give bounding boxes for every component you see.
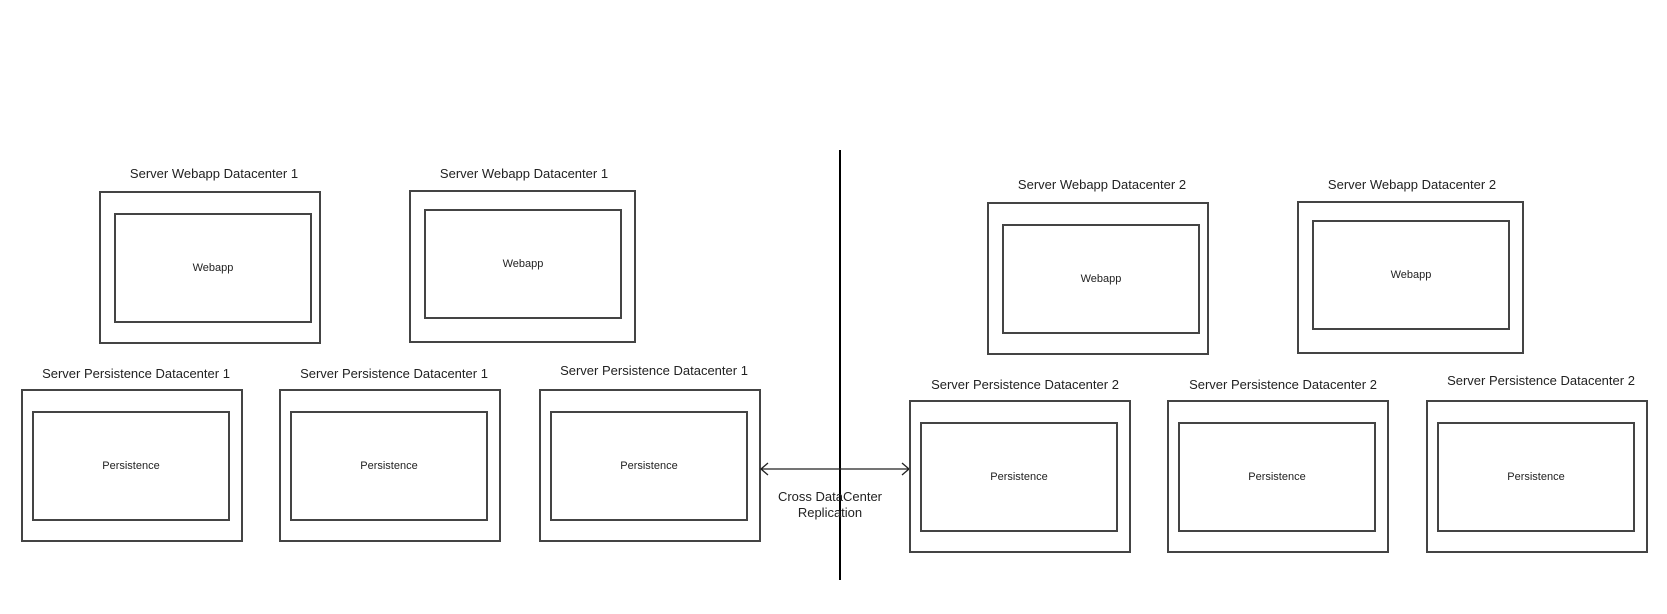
server-persistence-dc2-1[interactable]: Persistence bbox=[909, 400, 1131, 553]
server-label-webapp-dc2-2: Server Webapp Datacenter 2 bbox=[1327, 177, 1497, 192]
server-label-persistence-dc2-1: Server Persistence Datacenter 2 bbox=[931, 377, 1119, 392]
server-label-webapp-dc1-2: Server Webapp Datacenter 1 bbox=[439, 166, 609, 181]
server-label-persistence-dc1-3: Server Persistence Datacenter 1 bbox=[560, 363, 748, 378]
server-label-webapp-dc1-1: Server Webapp Datacenter 1 bbox=[129, 166, 299, 181]
persistence-box[interactable]: Persistence bbox=[32, 411, 230, 521]
server-label-webapp-dc2-1: Server Webapp Datacenter 2 bbox=[1017, 177, 1187, 192]
webapp-box[interactable]: Webapp bbox=[1002, 224, 1200, 334]
webapp-box[interactable]: Webapp bbox=[1312, 220, 1510, 330]
server-persistence-dc1-1[interactable]: Persistence bbox=[21, 389, 243, 542]
replication-label-line2: Replication bbox=[797, 505, 863, 520]
persistence-box[interactable]: Persistence bbox=[550, 411, 748, 521]
server-label-persistence-dc2-3: Server Persistence Datacenter 2 bbox=[1447, 373, 1635, 388]
persistence-box[interactable]: Persistence bbox=[290, 411, 488, 521]
webapp-box[interactable]: Webapp bbox=[114, 213, 312, 323]
replication-label-line1: Cross DataCenter bbox=[777, 489, 883, 504]
webapp-box[interactable]: Webapp bbox=[424, 209, 622, 319]
replication-label: Cross DataCenter Replication bbox=[750, 489, 910, 521]
replication-arrow bbox=[760, 462, 910, 476]
server-label-persistence-dc1-2: Server Persistence Datacenter 1 bbox=[300, 366, 488, 381]
server-persistence-dc2-3[interactable]: Persistence bbox=[1426, 400, 1648, 553]
server-label-persistence-dc2-2: Server Persistence Datacenter 2 bbox=[1189, 377, 1377, 392]
server-persistence-dc1-2[interactable]: Persistence bbox=[279, 389, 501, 542]
persistence-box[interactable]: Persistence bbox=[1437, 422, 1635, 532]
persistence-box[interactable]: Persistence bbox=[920, 422, 1118, 532]
datacenter-divider bbox=[839, 150, 841, 580]
server-persistence-dc1-3[interactable]: Persistence bbox=[539, 389, 761, 542]
server-webapp-dc2-1[interactable]: Webapp bbox=[987, 202, 1209, 355]
server-webapp-dc1-1[interactable]: Webapp bbox=[99, 191, 321, 344]
server-webapp-dc1-2[interactable]: Webapp bbox=[409, 190, 636, 343]
server-persistence-dc2-2[interactable]: Persistence bbox=[1167, 400, 1389, 553]
server-webapp-dc2-2[interactable]: Webapp bbox=[1297, 201, 1524, 354]
server-label-persistence-dc1-1: Server Persistence Datacenter 1 bbox=[42, 366, 230, 381]
persistence-box[interactable]: Persistence bbox=[1178, 422, 1376, 532]
